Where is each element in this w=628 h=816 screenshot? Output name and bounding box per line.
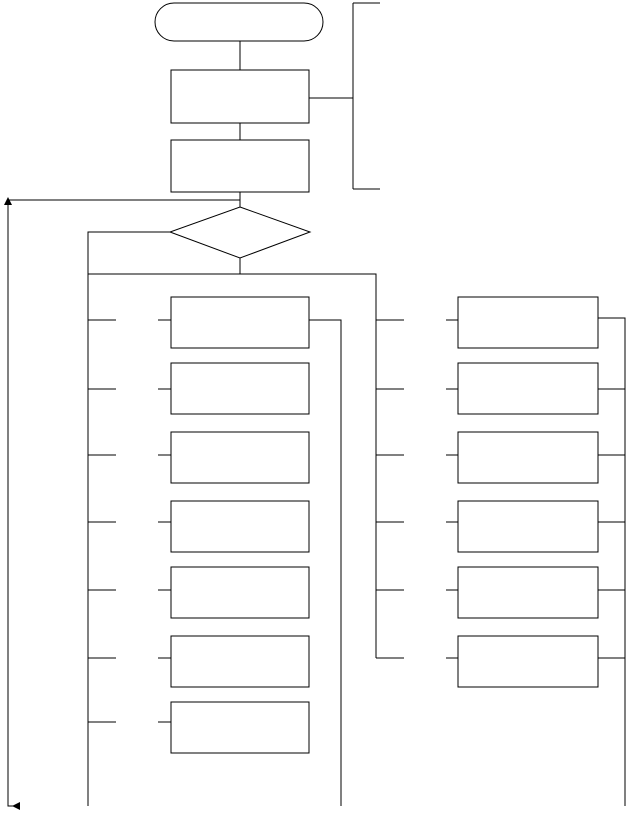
left-process-box-4: [170, 500, 310, 553]
left-process-box-3: [170, 431, 310, 484]
process-box-2: [170, 139, 310, 193]
left-branch-connectors: [88, 319, 171, 723]
decision-diamond: [168, 206, 312, 259]
right-process-box-3: [457, 431, 599, 484]
decision-left-branch: [87, 231, 170, 806]
decision-bottom-branch: [88, 258, 377, 658]
left-process-box-7: [170, 701, 310, 754]
right-process-box-1: [457, 296, 599, 349]
right-branch-connectors: [376, 319, 458, 659]
left-process-box-6: [170, 635, 310, 688]
left-output-bus: [309, 319, 342, 806]
left-process-box-5: [170, 566, 310, 619]
left-process-box-1: [170, 296, 310, 349]
right-process-box-2: [457, 362, 599, 415]
loop-arrow-top: [4, 197, 12, 205]
right-process-box-6: [457, 635, 599, 688]
right-process-box-4: [457, 500, 599, 553]
process-box-1: [170, 69, 310, 124]
right-output-bus: [598, 317, 626, 806]
start-terminator: [154, 2, 324, 42]
left-process-box-2: [170, 362, 310, 415]
top-bracket: [309, 2, 380, 190]
right-process-box-5: [457, 566, 599, 619]
loop-arrow-bottom: [12, 802, 20, 810]
